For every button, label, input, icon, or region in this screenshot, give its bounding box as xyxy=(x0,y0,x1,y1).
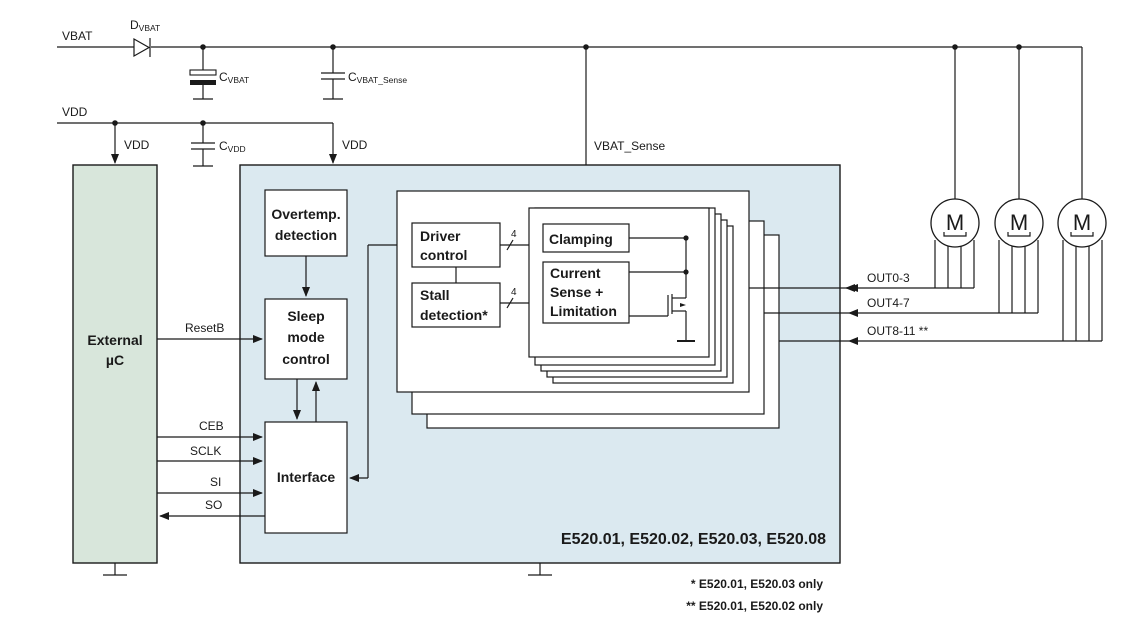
mosfet-icon xyxy=(629,235,695,342)
cvbat-capacitor-icon xyxy=(189,47,217,100)
overtemp-block xyxy=(264,189,348,257)
diode-icon xyxy=(133,37,151,58)
mcu-label-line2: µC xyxy=(106,352,124,368)
cvdd-label: CVDD xyxy=(219,139,246,154)
bus-width-2: 4 xyxy=(511,287,517,298)
mcu-label-line1: External xyxy=(87,332,142,348)
interface-label: Interface xyxy=(277,469,336,485)
sleep-label-line3: control xyxy=(282,351,329,367)
motor-icon-1 xyxy=(930,198,980,248)
clamping-block xyxy=(542,223,630,253)
stall-label-line1: Stall xyxy=(420,287,450,303)
vbat-sense-label: VBAT_Sense xyxy=(594,139,665,153)
motor-label-1: M xyxy=(946,210,964,235)
footnote-1: * E520.01, E520.03 only xyxy=(691,577,823,591)
motor-label-3: M xyxy=(1073,210,1091,235)
overtemp-label-line1: Overtemp. xyxy=(271,206,340,222)
part-numbers: E520.01, E520.02, E520.03, E520.08 xyxy=(561,531,826,548)
stall-label-line2: detection* xyxy=(420,307,488,323)
output-arrows xyxy=(848,284,858,345)
vdd-rail xyxy=(57,120,337,164)
chip-ground-icon xyxy=(528,563,552,576)
motor-icon-2 xyxy=(994,198,1044,248)
cvbat-sense-label: CVBAT_Sense xyxy=(348,70,407,85)
sleep-mode-block xyxy=(264,298,348,380)
vdd-mcu-label: VDD xyxy=(124,138,150,152)
resetb-label: ResetB xyxy=(185,321,224,335)
driver-control-block xyxy=(411,222,501,268)
vdd-label: VDD xyxy=(62,105,88,119)
so-label: SO xyxy=(205,498,222,512)
si-label: SI xyxy=(210,475,221,489)
driver-label-line2: control xyxy=(420,247,467,263)
output-lines xyxy=(749,240,1103,342)
sclk-label: SCLK xyxy=(190,444,221,458)
vbat-label: VBAT xyxy=(62,29,93,43)
sleep-label-line1: Sleep xyxy=(287,308,324,324)
current-sense-block xyxy=(542,261,630,324)
driver-label-line1: Driver xyxy=(420,228,461,244)
footnote-2: ** E520.01, E520.02 only xyxy=(686,599,823,613)
vdd-chip-label: VDD xyxy=(342,138,368,152)
mcu-ground-icon xyxy=(103,563,127,576)
interface-block xyxy=(264,421,348,534)
cvdd-capacitor-icon xyxy=(191,123,215,167)
cs-label-line2: Sense + xyxy=(550,284,603,300)
cs-label-line1: Current xyxy=(550,265,601,281)
vbat-rail xyxy=(57,44,1083,205)
ceb-label: CEB xyxy=(199,419,224,433)
sleep-label-line2: mode xyxy=(287,329,325,345)
overtemp-label-line2: detection xyxy=(275,227,337,243)
motor-label-2: M xyxy=(1010,210,1028,235)
clamping-label: Clamping xyxy=(549,231,613,247)
motor-icon-3 xyxy=(1057,198,1107,248)
signal-lines xyxy=(157,335,265,520)
cvbat-label: CVBAT xyxy=(219,70,249,85)
out3-label: OUT8-11 ** xyxy=(867,324,928,338)
diode-label: DVBAT xyxy=(130,18,160,33)
cvbat-sense-capacitor-icon xyxy=(321,47,345,100)
external-mcu-block xyxy=(72,164,158,564)
out1-label: OUT0-3 xyxy=(867,271,910,285)
bus-lines xyxy=(500,239,529,309)
cs-label-line3: Limitation xyxy=(550,303,617,319)
bus-width-1: 4 xyxy=(511,229,517,240)
out2-label: OUT4-7 xyxy=(867,296,910,310)
